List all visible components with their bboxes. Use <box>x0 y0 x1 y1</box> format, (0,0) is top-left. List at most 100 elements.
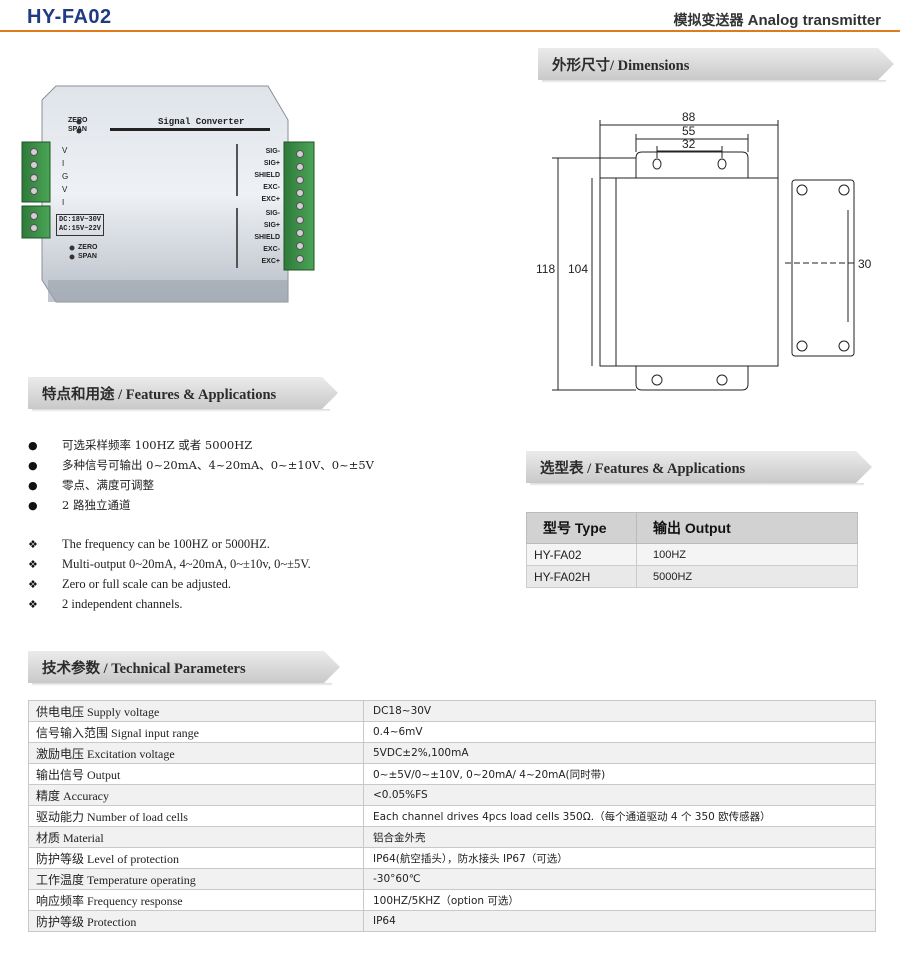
param-value: 100HZ/5KHZ（option 可选） <box>363 889 876 911</box>
ch1-label: EXC+ <box>261 196 280 203</box>
channel1-labels: SIG- SIG+ SHIELD EXC- EXC+ <box>244 146 280 206</box>
feature-text: Multi-output 0~20mA, 4~20mA, 0~±10v, 0~±… <box>62 556 311 571</box>
dimensions-banner: 外形尺寸/ Dimensions <box>538 48 894 83</box>
param-name: 精度 Accuracy <box>28 784 364 806</box>
dim-depth-30: 30 <box>858 257 872 271</box>
diamond-bullet-icon: ❖ <box>28 597 38 611</box>
device-title: Signal Converter <box>158 117 245 127</box>
list-item: ● 2 路独立通道 <box>28 495 374 515</box>
ch2-label: EXC+ <box>261 258 280 265</box>
list-item: ● 可选采样频率 100HZ 或者 5000HZ <box>28 435 374 455</box>
feature-text: The frequency can be 100HZ or 5000HZ. <box>62 536 270 551</box>
feature-text: 可选采样频率 100HZ 或者 5000HZ <box>62 438 253 452</box>
dim-width-88: 88 <box>682 110 696 124</box>
product-name-en: Analog transmitter <box>747 12 881 29</box>
model-title: HY-FA02 <box>27 6 112 28</box>
led-label-span: SPAN <box>68 126 87 133</box>
ch2-label: SIG- <box>265 210 280 217</box>
ch2-label: SIG+ <box>263 222 280 229</box>
dim-height-104: 104 <box>568 262 589 276</box>
channel2-labels: SIG- SIG+ SHIELD EXC- EXC+ <box>244 208 280 268</box>
bullet-icon: ● <box>28 498 38 512</box>
left-label: G <box>62 172 69 181</box>
table-header-output: 输出 Output <box>636 512 858 544</box>
bullet-icon: ● <box>28 478 38 492</box>
model-table: 型号 Type 输出 Output HY-FA02 100HZ HY-FA02H… <box>526 512 858 588</box>
features-banner: 特点和用途 / Features & Applications <box>28 377 338 412</box>
dim-height-118: 118 <box>536 262 556 276</box>
ch1-label: EXC- <box>263 184 280 191</box>
param-value: 铝合金外壳 <box>363 826 876 848</box>
parameters-heading: 技术参数 / Technical Parameters <box>42 660 246 677</box>
ch1-label: SHIELD <box>254 172 280 179</box>
table-row: HY-FA02H 5000HZ <box>526 565 858 588</box>
device-left-labels: V I G V I <box>62 144 72 209</box>
header-divider <box>0 30 900 32</box>
param-name: 材质 Material <box>28 826 364 848</box>
param-name: 驱动能力 Number of load cells <box>28 805 364 827</box>
feature-text: Zero or full scale can be adjusted. <box>62 576 232 591</box>
dim-width-32: 32 <box>682 137 696 151</box>
bullet-icon: ● <box>28 438 38 452</box>
led-label-span-2: SPAN <box>78 253 97 260</box>
power-label: DC:18V~30V AC:15V~22V <box>56 214 105 236</box>
param-name: 供电电压 Supply voltage <box>28 700 364 722</box>
param-value: DC18~30V <box>363 700 876 722</box>
dimension-drawing: 88 55 32 118 104 30 <box>530 100 900 400</box>
selection-banner: 选型表 / Features & Applications <box>526 451 872 486</box>
table-cell-type: HY-FA02H <box>526 565 637 588</box>
param-value: 0.4~6mV <box>363 721 876 743</box>
table-row: 工作温度 Temperature operating-30°60℃ <box>28 868 876 890</box>
feature-text: 2 路独立通道 <box>62 498 131 512</box>
table-cell-output: 5000HZ <box>636 565 858 588</box>
table-row: 精度 Accuracy<0.05%FS <box>28 784 876 806</box>
param-name: 信号输入范围 Signal input range <box>28 721 364 743</box>
list-item: ❖ The frequency can be 100HZ or 5000HZ. <box>28 534 311 554</box>
list-item: ❖ Multi-output 0~20mA, 4~20mA, 0~±10v, 0~… <box>28 554 311 574</box>
dimensions-heading: 外形尺寸/ Dimensions <box>552 57 690 74</box>
table-cell-type: HY-FA02 <box>526 543 637 566</box>
features-heading: 特点和用途 / Features & Applications <box>42 386 277 403</box>
product-name-cn: 模拟变送器 <box>673 13 744 29</box>
list-item: ● 零点、满度可调整 <box>28 475 374 495</box>
param-value: <0.05%FS <box>363 784 876 806</box>
bullet-icon: ● <box>28 458 38 472</box>
led-label-zero: ZERO <box>68 117 88 124</box>
selection-heading: 选型表 / Features & Applications <box>540 460 746 477</box>
left-label: I <box>62 198 65 207</box>
list-item: ❖Zero or full scale can be adjusted. <box>28 574 311 594</box>
param-value: 5VDC±2%,100mA <box>363 742 876 764</box>
param-name: 激励电压 Excitation voltage <box>28 742 364 764</box>
param-value: -30°60℃ <box>363 868 876 890</box>
diamond-bullet-icon: ❖ <box>28 557 38 571</box>
left-label: V <box>62 185 68 194</box>
table-cell-output: 100HZ <box>636 543 858 566</box>
diamond-bullet-icon: ❖ <box>28 537 38 551</box>
power-dc: DC:18V~30V <box>59 216 102 224</box>
device-image: ZERO SPAN Signal Converter V I G V I DC:… <box>18 80 328 312</box>
feature-text: 2 independent channels. <box>62 596 183 611</box>
left-label: I <box>62 159 65 168</box>
features-list-en: ❖ The frequency can be 100HZ or 5000HZ. ❖… <box>28 534 311 614</box>
list-item: ● 多种信号可输出 0~20mA、4~20mA、0~±10V、0~±5V <box>28 455 374 475</box>
param-name: 防护等级 Protection <box>28 910 364 932</box>
param-name: 防护等级 Level of protection <box>28 847 364 869</box>
param-value: Each channel drives 4pcs load cells 350Ω… <box>363 805 876 827</box>
feature-text: 多种信号可输出 0~20mA、4~20mA、0~±10V、0~±5V <box>62 458 374 472</box>
ch2-label: EXC- <box>263 246 280 253</box>
param-value: IP64(航空插头），防水接头 IP67（可选） <box>363 847 876 869</box>
feature-text: 零点、满度可调整 <box>62 478 154 492</box>
param-name: 工作温度 Temperature operating <box>28 868 364 890</box>
left-label: V <box>62 146 68 155</box>
ch1-label: SIG+ <box>263 160 280 167</box>
led-label-zero-2: ZERO <box>78 244 98 251</box>
parameters-banner: 技术参数 / Technical Parameters <box>28 651 340 686</box>
